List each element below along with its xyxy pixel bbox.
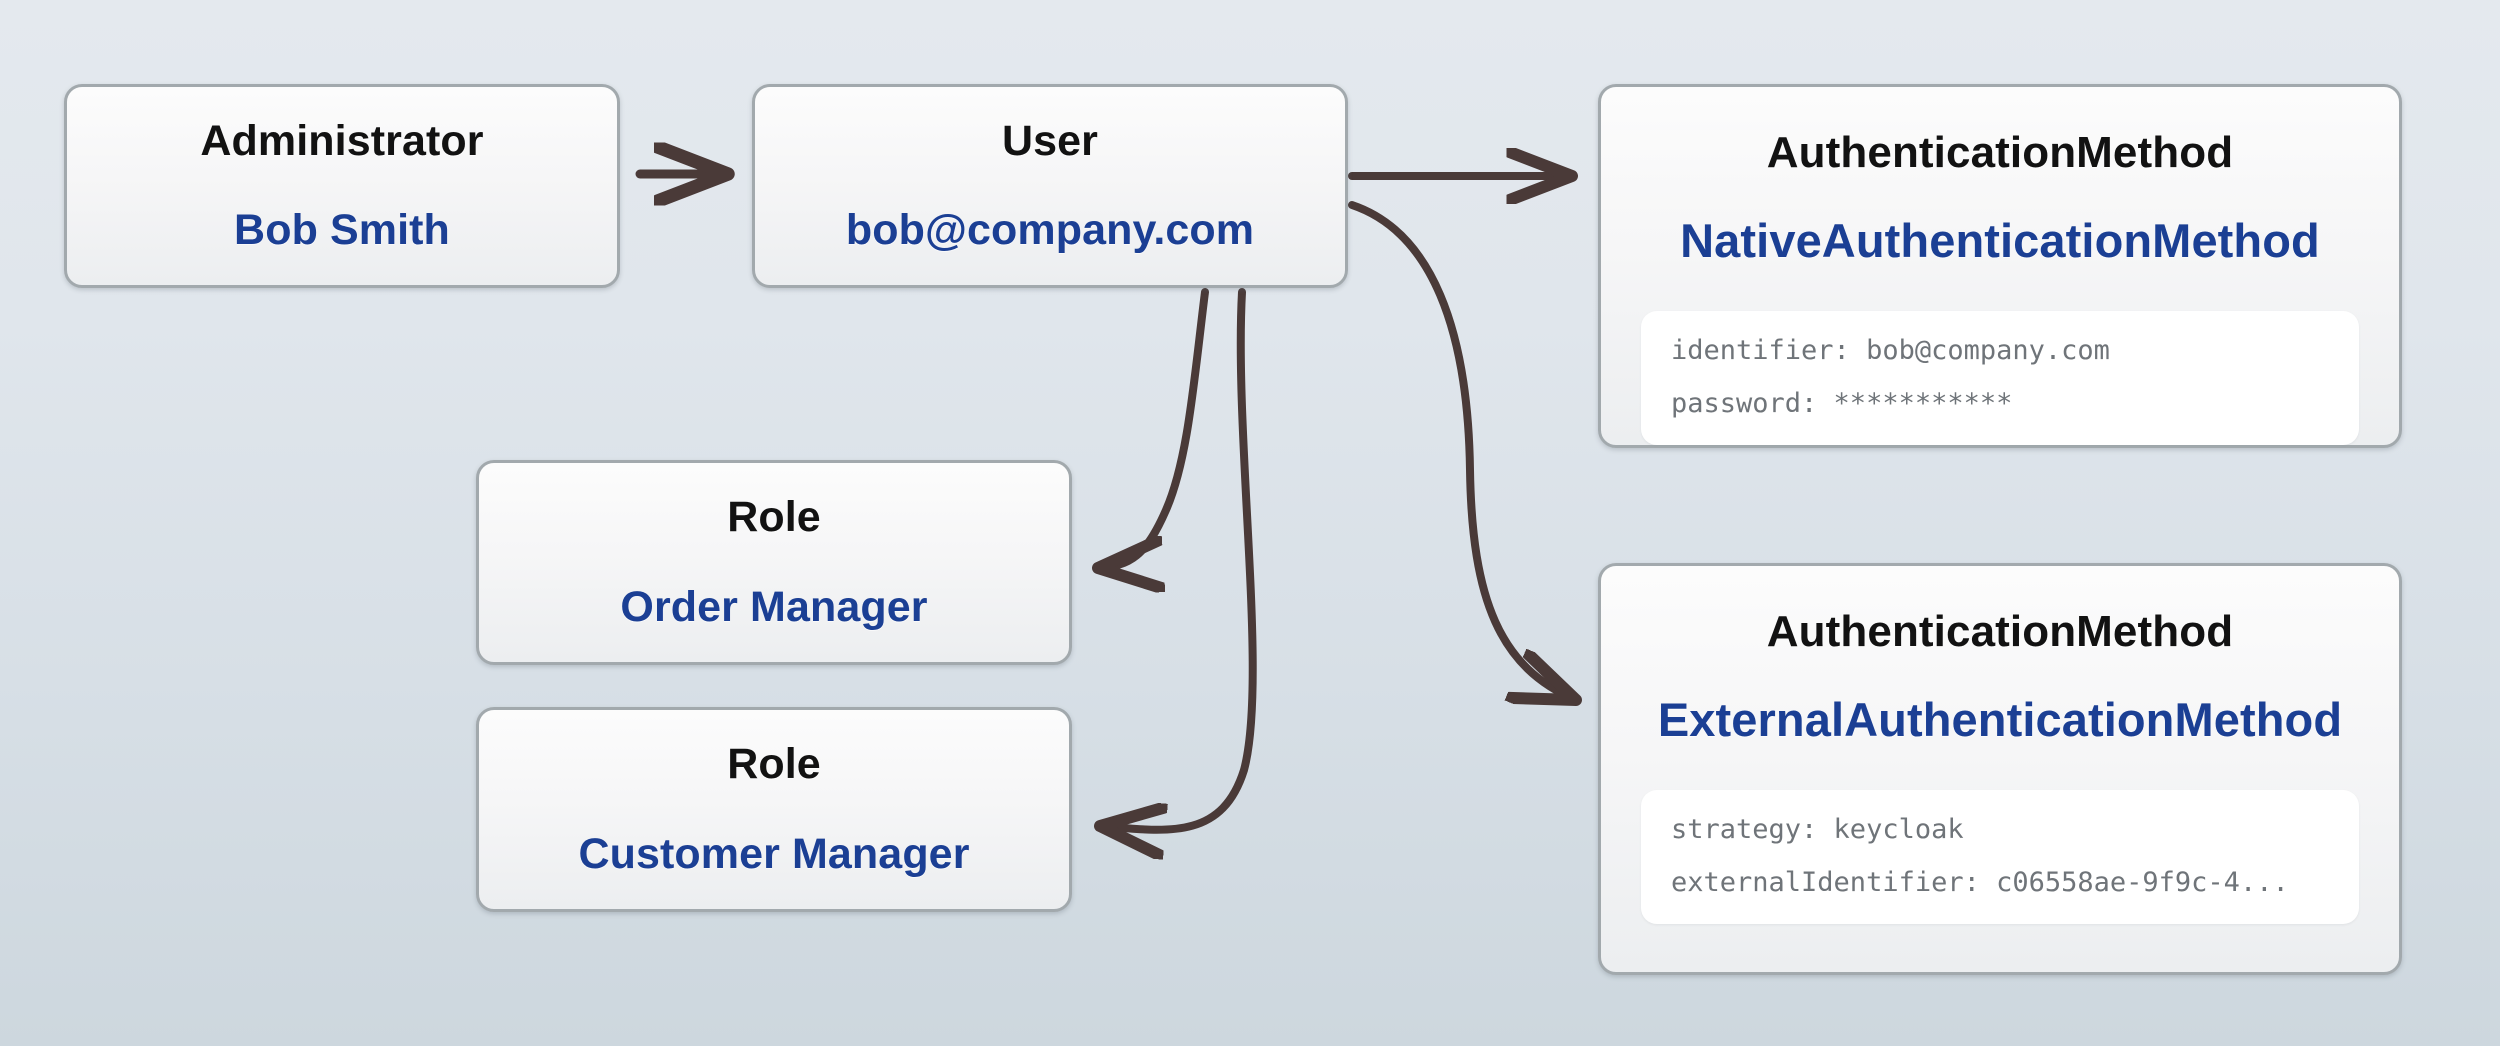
edge-user-to-role-customer-manager	[1100, 288, 1257, 830]
node-native-authentication-method-properties: identifier: bob@company.com password: **…	[1641, 311, 2359, 446]
property-strategy: strategy: keycloak	[1671, 814, 1964, 846]
node-external-authentication-method-type: AuthenticationMethod	[1766, 607, 2234, 656]
node-administrator-value: Bob Smith	[234, 206, 450, 254]
node-external-authentication-method[interactable]: AuthenticationMethod ExternalAuthenticat…	[1598, 563, 2402, 975]
node-role-order-manager-type: Role	[727, 493, 821, 542]
node-role-customer-manager-value: Customer Manager	[578, 829, 970, 878]
node-external-authentication-method-properties: strategy: keycloak externalIdentifier: c…	[1641, 790, 2359, 925]
property-identifier: identifier: bob@company.com	[1671, 335, 2110, 367]
node-role-customer-manager[interactable]: Role Customer Manager	[476, 707, 1072, 912]
node-role-order-manager[interactable]: Role Order Manager	[476, 460, 1072, 665]
node-administrator-type: Administrator	[200, 116, 484, 165]
node-user-value: bob@company.com	[845, 206, 1255, 254]
node-user-type: User	[1001, 116, 1099, 165]
node-role-customer-manager-type: Role	[727, 740, 821, 789]
node-administrator[interactable]: Administrator Bob Smith	[64, 84, 620, 288]
node-native-authentication-method-type: AuthenticationMethod	[1766, 128, 2234, 177]
node-native-authentication-method-value: NativeAuthenticationMethod	[1680, 214, 2320, 268]
edge-user-to-external-auth	[1348, 201, 1576, 700]
node-native-authentication-method[interactable]: AuthenticationMethod NativeAuthenticatio…	[1598, 84, 2402, 448]
node-user[interactable]: User bob@company.com	[752, 84, 1348, 288]
property-external-identifier: externalIdentifier: c06558ae-9f9c-4...	[1671, 867, 2289, 899]
node-external-authentication-method-value: ExternalAuthenticationMethod	[1657, 693, 2343, 747]
node-role-order-manager-value: Order Manager	[620, 582, 928, 631]
edge-user-to-role-order-manager	[1098, 288, 1209, 568]
property-password: password: ***********	[1671, 388, 2013, 420]
